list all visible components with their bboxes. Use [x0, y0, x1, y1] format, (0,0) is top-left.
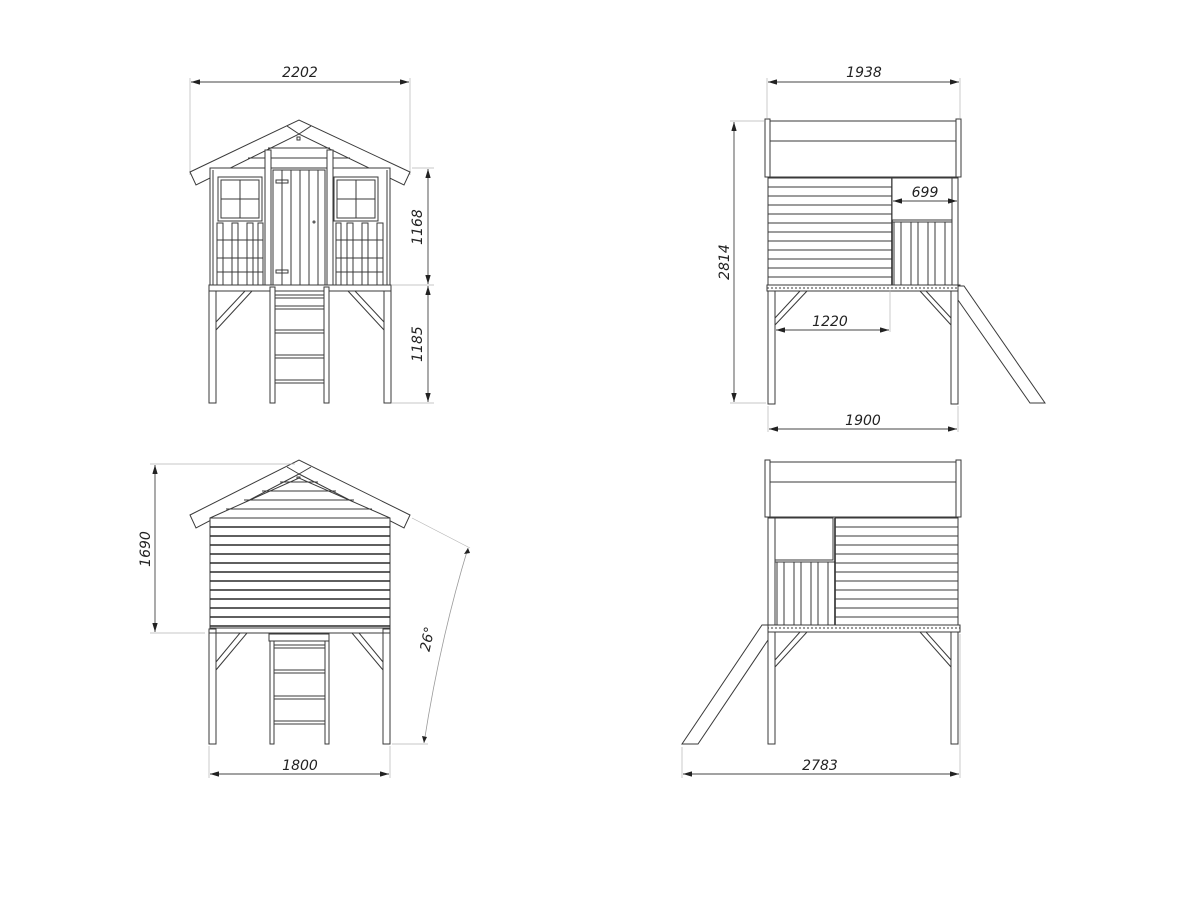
- dim-label-2814: 2814: [717, 244, 733, 280]
- dimension-roof-width: 1938: [766, 65, 961, 118]
- left-platform: [766, 624, 961, 745]
- dimension-house-height: 1168: [392, 167, 434, 286]
- dim-label-699: 699: [912, 185, 939, 201]
- left-wall-siding: [834, 517, 959, 627]
- dim-label-1220: 1220: [812, 314, 848, 330]
- dim-label-1690: 1690: [138, 531, 154, 567]
- dim-label-2783: 2783: [802, 758, 838, 774]
- front-ladder: [269, 286, 330, 404]
- left-roof: [764, 459, 962, 518]
- dim-label-1185: 1185: [410, 326, 426, 362]
- dim-label-26deg: 26°: [418, 625, 439, 653]
- left-side-view: 2783: [681, 459, 962, 778]
- dimension-overall-length: 2783: [681, 634, 961, 778]
- dim-label-1168: 1168: [410, 209, 426, 245]
- front-view: 2202: [189, 65, 434, 404]
- dimension-overall-height: 2814: [717, 120, 766, 404]
- side-roof: [764, 118, 962, 178]
- front-platform: [208, 284, 392, 404]
- dimension-back-height: 1690: [138, 463, 295, 634]
- back-ladder: [268, 633, 330, 745]
- dim-label-1938: 1938: [846, 65, 882, 81]
- side-wall-siding: [767, 177, 893, 289]
- left-balcony: [767, 517, 836, 627]
- front-window-right: [333, 176, 379, 222]
- side-slide: [957, 285, 1046, 404]
- dim-label-2202: 2202: [282, 65, 318, 81]
- back-view: 1690 26° 1800: [138, 459, 471, 778]
- right-side-view: 1938: [717, 65, 1046, 432]
- dim-label-1900: 1900: [845, 413, 881, 429]
- back-roof: [189, 459, 411, 529]
- front-house-body: [209, 149, 391, 287]
- left-slide: [681, 624, 769, 745]
- dimension-roof-angle: 26°: [392, 517, 471, 745]
- dimension-overall-width: 2202: [189, 65, 411, 175]
- dimension-balcony-width: 699: [893, 185, 957, 204]
- dim-label-1800: 1800: [282, 758, 318, 774]
- back-platform: [208, 628, 391, 745]
- dimension-platform-height: 1185: [392, 286, 434, 404]
- front-door: [272, 169, 326, 287]
- dimension-base-width: 1900: [767, 406, 959, 432]
- dimension-back-base-width: 1800: [208, 746, 391, 778]
- back-wall-siding: [209, 477, 391, 629]
- side-platform: [766, 284, 961, 405]
- front-window-left: [217, 176, 263, 222]
- dimension-house-depth: 1220: [776, 290, 891, 333]
